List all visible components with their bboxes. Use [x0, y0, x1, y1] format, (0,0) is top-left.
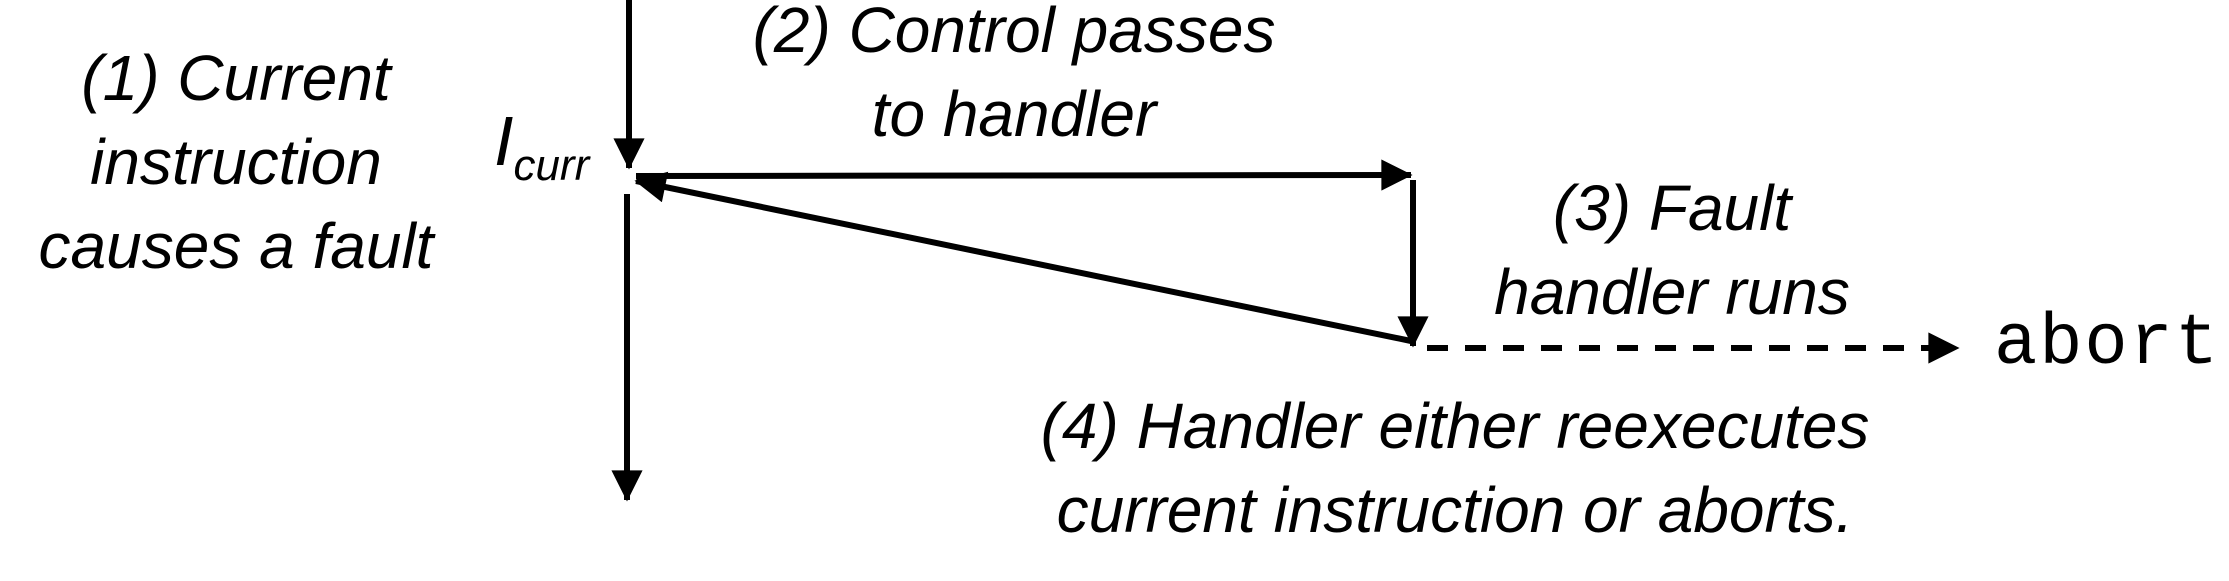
icurr-subscript: curr — [513, 141, 590, 190]
reexecute-return-arrow — [634, 171, 1412, 344]
note-handler-outcome: (4) Handler either reexecutes current in… — [955, 384, 1955, 552]
icurr-base: I — [494, 102, 514, 180]
note-line: to handler — [871, 78, 1157, 150]
note-line: causes a fault — [38, 210, 434, 282]
note-line: current instruction or aborts. — [1056, 474, 1854, 546]
note-fault-handler-runs: (3) Fault handler runs — [1392, 166, 1952, 334]
note-control-passes: (2) Control passes to handler — [664, 0, 1364, 156]
note-current-instruction-fault: (1) Current instruction causes a fault — [0, 36, 496, 288]
control-arrow — [635, 159, 1413, 191]
note-line: instruction — [90, 126, 382, 198]
note-line: (2) Control passes — [752, 0, 1276, 66]
note-line: (4) Handler either reexecutes — [1040, 390, 1870, 462]
note-line: (3) Fault — [1552, 172, 1792, 244]
abort-label: abort — [1994, 303, 2221, 385]
note-line: (1) Current — [81, 42, 391, 114]
icurr-label: Icurr — [494, 106, 589, 188]
note-line: handler runs — [1494, 256, 1850, 328]
